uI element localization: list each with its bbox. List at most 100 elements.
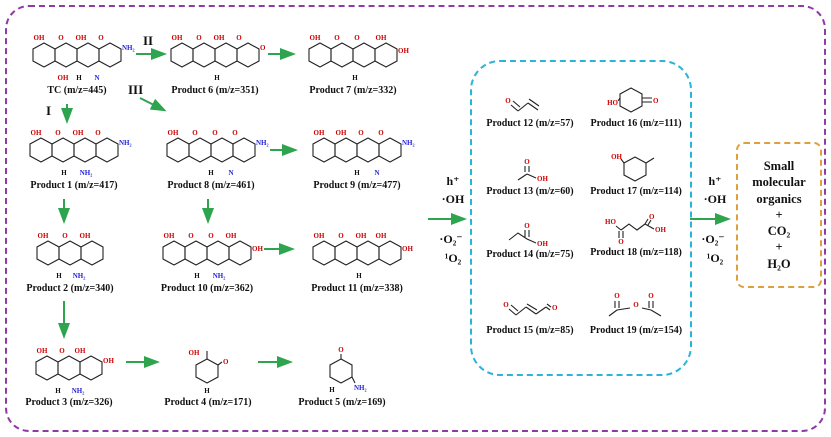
atom-label: O (208, 232, 214, 240)
atom-label: OH (58, 74, 69, 82)
radical-hydroxyl-2: ·OH (703, 192, 727, 206)
atom-label: O (354, 34, 360, 42)
atom-label: NH₂ (256, 139, 269, 147)
atom-label: O (188, 232, 194, 240)
product-label-7: Product 7 (m/z=332) (309, 85, 397, 96)
atom-label: H (356, 272, 362, 280)
atom-label: NH₂ (72, 387, 85, 395)
atom-label: O (505, 97, 511, 105)
atom-label: H (76, 74, 82, 82)
radical-singlet-oxygen-2: ¹O₂ (706, 251, 724, 265)
atom-label: O (212, 129, 218, 137)
product-label-11: Product 11 (m/z=338) (311, 283, 403, 294)
product-label-6: Product 6 (m/z=351) (171, 85, 259, 96)
atom-label: OH (398, 47, 409, 55)
atom-label: OH (37, 347, 48, 355)
product-label-18: Product 18 (m/z=118) (590, 247, 682, 258)
final-products-box: Small molecular organics + CO₂ + H₂O (736, 142, 822, 288)
atom-label: NH₂ (213, 272, 226, 280)
atom-label: OH (314, 232, 325, 240)
atom-label: H (204, 387, 210, 395)
node-product-13: O OH Product 13 (m/z=60) (480, 156, 580, 197)
atom-label: H (194, 272, 200, 280)
radical-superoxide-1: ·O₂⁻ (439, 232, 463, 246)
final-products-h2o: H₂O (767, 256, 791, 271)
atom-label: O (236, 34, 242, 42)
product-label-tc: TC (m/z=445) (47, 85, 107, 96)
atom-label: OH (164, 232, 175, 240)
pathway-label-II: II (143, 33, 154, 48)
atom-label: O (618, 238, 624, 245)
molecule-product-4: OH O H (189, 349, 229, 395)
atom-label: O (338, 232, 344, 240)
molecule-product-17: OH (611, 153, 655, 182)
atom-label: OH (314, 129, 325, 137)
bond-lines (608, 301, 662, 317)
product-label-9: Product 9 (m/z=477) (313, 180, 401, 191)
atom-label: O (55, 129, 61, 137)
bond-lines (508, 230, 537, 244)
atom-label: OH (252, 245, 263, 253)
molecule-product-2: OH O OH NH₂ H (23, 232, 117, 280)
node-product-18: HO O O OH Product 18 (m/z=118) (584, 211, 688, 258)
atom-label: OH (168, 129, 179, 137)
product-label-12: Product 12 (m/z=57) (486, 118, 574, 129)
molecule-product-12: O (505, 97, 540, 112)
product-label-5: Product 5 (m/z=169) (298, 397, 386, 408)
node-product-6: OH O OH O O H Product 6 (m/z=351) (156, 27, 274, 96)
product-label-2: Product 2 (m/z=340) (26, 283, 114, 294)
molecule-product-18: HO O O OH (605, 213, 666, 245)
product-label-1: Product 1 (m/z=417) (30, 180, 118, 191)
radical-h-plus-2: h⁺ (708, 174, 722, 188)
atom-label: NH₂ (119, 139, 132, 147)
molecule-product-19: O O O (608, 292, 662, 317)
atom-label: O (338, 346, 344, 354)
atom-label: O (614, 292, 620, 300)
node-product-11: OH O OH OH OH H Product 11 (m/z=338) (296, 225, 418, 294)
atom-label: O (334, 34, 340, 42)
atom-label: NH₂ (73, 272, 86, 280)
molecule-product-5: O NH₂ H (329, 346, 366, 394)
atom-label: O (378, 129, 384, 137)
atom-label: O (95, 129, 101, 137)
atom-label: NH₂ (122, 44, 135, 52)
pathway-label-III: III (128, 82, 144, 97)
atom-label: NH₂ (402, 139, 415, 147)
atom-label: OH (34, 34, 45, 42)
atom-label: OH (356, 232, 367, 240)
atom-label: H (354, 169, 360, 177)
atom-label: N (374, 169, 379, 177)
molecule-product-7: OH O O OH OH H (295, 34, 409, 82)
molecule-product-10: OH O O OH OH NH₂ H (149, 232, 263, 280)
node-product-4: OH O H Product 4 (m/z=171) (160, 345, 256, 408)
atom-label: O (648, 292, 654, 300)
atom-label: OH (310, 34, 321, 42)
atom-label: OH (73, 129, 84, 137)
atom-label: OH (103, 357, 114, 365)
atom-label: N (94, 74, 99, 82)
node-tc: OH O OH O NH₂ OH H N TC (m/z=445) (14, 27, 140, 96)
atom-label: OH (376, 34, 387, 42)
atom-label: O (223, 358, 229, 366)
node-product-2: OH O OH NH₂ H Product 2 (m/z=340) (14, 225, 126, 294)
node-product-12: O Product 12 (m/z=57) (480, 92, 580, 129)
molecule-product-6: OH O OH O O H (157, 34, 266, 82)
molecule-tc: OH O OH O NH₂ OH H N (19, 34, 135, 82)
atom-label: OH (214, 34, 225, 42)
atom-label: OH (376, 232, 387, 240)
molecule-product-13: O OH (517, 158, 548, 183)
product-label-15: Product 15 (m/z=85) (486, 325, 574, 336)
node-product-9: OH OH O O NH₂ N H Product 9 (m/z=477) (296, 122, 418, 191)
atom-label: H (352, 74, 358, 82)
molecule-product-15: O O (503, 301, 558, 316)
final-products-plus-2: + (775, 240, 783, 255)
atom-label: OH (402, 245, 413, 253)
atom-label: OH (611, 153, 622, 161)
bond-lines (617, 97, 652, 103)
product-label-14: Product 14 (m/z=75) (486, 249, 574, 260)
atom-label: O (98, 34, 104, 42)
atom-label: OH (189, 349, 200, 357)
radical-singlet-oxygen-1: ¹O₂ (444, 251, 462, 265)
atom-label: O (192, 129, 198, 137)
